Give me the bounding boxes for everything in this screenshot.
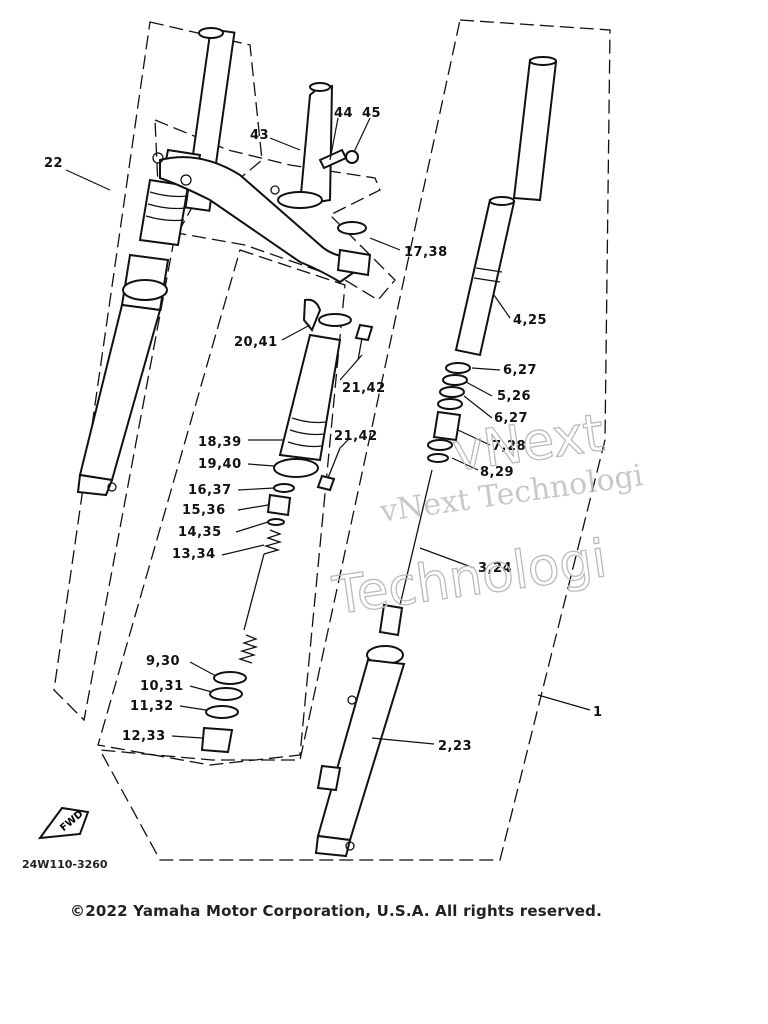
- part-21-42-screw-lower: [316, 447, 341, 492]
- callout-43: 43: [250, 128, 269, 143]
- part-2-23-outer-tube: [314, 645, 406, 858]
- callout-labels: 22 43 44 45 17,38 4,25 20,41 6,27 5,26 6…: [44, 106, 603, 754]
- callout-10-31: 10,31: [140, 679, 184, 694]
- part-5-6-7-8-seals-rings: [427, 362, 471, 463]
- callout-19-40: 19,40: [198, 457, 242, 472]
- part-14-35-seal: [267, 518, 285, 526]
- part-16-37-ring: [273, 483, 295, 493]
- part-9-12-seal-stack: [200, 671, 247, 754]
- callout-4-25: 4,25: [513, 313, 547, 328]
- part-22-boot-bellows: [145, 191, 189, 222]
- part-22-fork-assembly: [76, 27, 236, 497]
- part-15-36-collar: [266, 493, 292, 517]
- callout-7-28: 7,28: [492, 439, 526, 454]
- callout-18-39: 18,39: [198, 435, 242, 450]
- callout-12-33: 12,33: [122, 729, 166, 744]
- part-43-steering-crown: [152, 82, 362, 284]
- callout-17-38: 17,38: [404, 245, 448, 260]
- callout-16-37: 16,37: [188, 483, 232, 498]
- part-21-42-screw-upper: [354, 323, 374, 361]
- callout-2-23: 2,23: [438, 739, 472, 754]
- watermark-line3: Technologi: [329, 529, 611, 627]
- fwd-arrow-icon: FWD: [37, 806, 90, 840]
- part-20-41-clamp: [302, 298, 352, 332]
- callout-6-27-upper: 6,27: [503, 363, 537, 378]
- callout-13-34: 13,34: [172, 547, 216, 562]
- dashed-outline-damper: [97, 249, 346, 766]
- part-44-45-bolt-washer: [318, 148, 359, 170]
- part-13-34-spring: [237, 529, 283, 664]
- part-17-38-cap: [336, 221, 372, 277]
- callout-21-42-lower: 21,42: [334, 429, 378, 444]
- callout-44: 44: [334, 106, 353, 121]
- part-3-24-damper-rod: [378, 469, 433, 637]
- callout-3-24: 3,24: [478, 561, 512, 576]
- callout-22: 22: [44, 156, 63, 171]
- drawing-code: 24W110-3260: [22, 858, 108, 871]
- copyright-notice: ©2022 Yamaha Motor Corporation, U.S.A. A…: [70, 902, 603, 920]
- dashed-outline-right-fork: [98, 19, 611, 861]
- callout-8-29: 8,29: [480, 465, 514, 480]
- callout-9-30: 9,30: [146, 654, 180, 669]
- callout-14-35: 14,35: [178, 525, 222, 540]
- dashed-outline-left-fork: [53, 21, 263, 722]
- callout-21-42-upper: 21,42: [342, 381, 386, 396]
- part-18-39-boot: [278, 333, 342, 462]
- callout-11-32: 11,32: [130, 699, 174, 714]
- callout-45: 45: [362, 106, 381, 121]
- callout-5-26: 5,26: [497, 389, 531, 404]
- part-4-25-inner-tube: [454, 56, 558, 357]
- callout-6-27-lower: 6,27: [494, 411, 528, 426]
- callout-1: 1: [593, 705, 603, 720]
- dashed-outline-crown: [154, 119, 396, 301]
- leader-lines: [65, 117, 591, 745]
- callout-20-41: 20,41: [234, 335, 278, 350]
- part-19-40-washer: [273, 458, 319, 478]
- callout-15-36: 15,36: [182, 503, 226, 518]
